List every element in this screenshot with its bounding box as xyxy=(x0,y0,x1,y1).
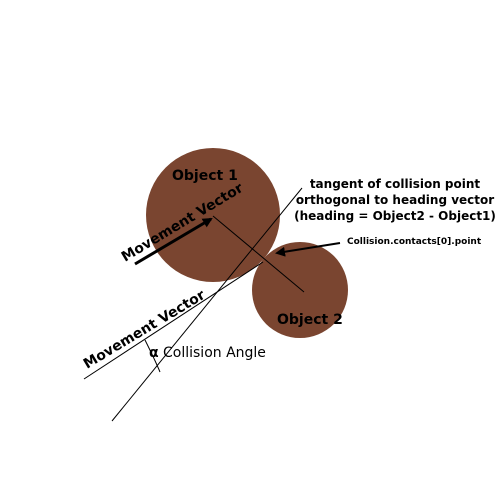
collision-angle-arc xyxy=(144,339,161,373)
object1-circle xyxy=(146,148,280,282)
object2-circle xyxy=(252,242,348,338)
collision-angle-label: Collision Angle xyxy=(163,345,266,361)
tangent-label-line1: tangent of collision point xyxy=(310,177,481,191)
tangent-label-line2: orthogonal to heading vector xyxy=(296,193,494,207)
contact-point-label: Collision.contacts[0].point xyxy=(347,237,482,247)
heading-line xyxy=(212,215,305,293)
contact-pointer-arrow xyxy=(275,242,341,257)
tangent-label-line3: (heading = Object2 - Object1) xyxy=(294,209,496,223)
alpha-symbol: α xyxy=(149,345,159,361)
tangent-line xyxy=(111,187,303,422)
movement-vector-arrow xyxy=(134,217,213,266)
object1-label: Object 1 xyxy=(172,168,238,184)
movement-vector-lower-line xyxy=(83,261,264,380)
object2-label: Object 2 xyxy=(277,312,343,328)
